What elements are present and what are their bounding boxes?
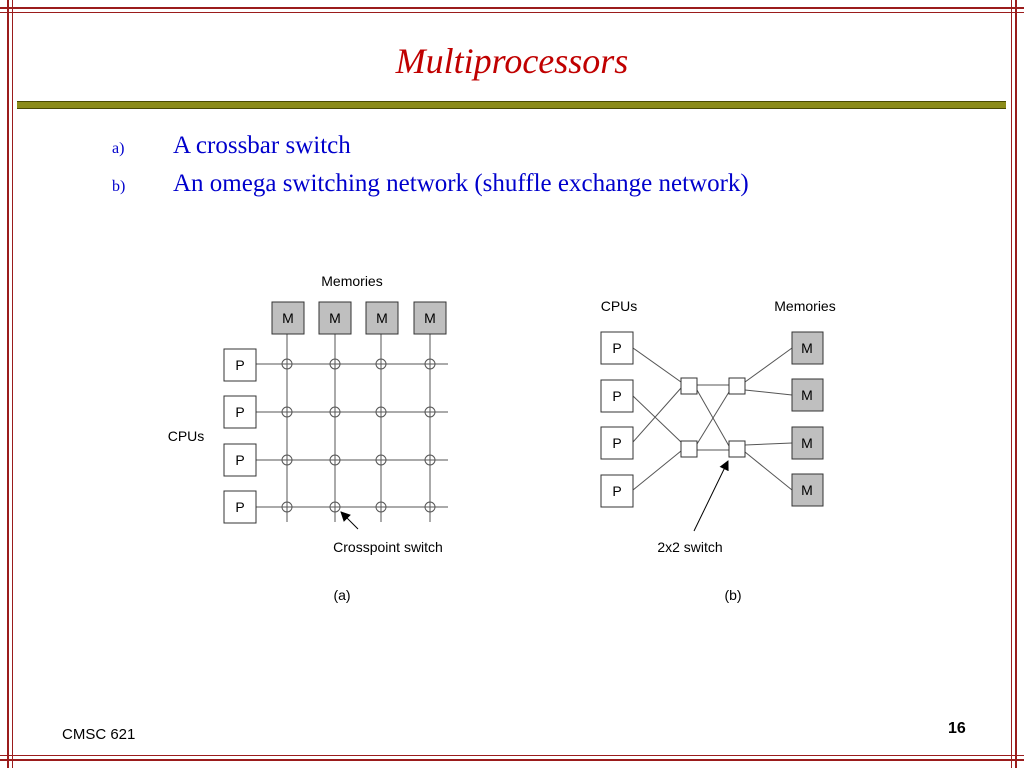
crosspoint-arrow (340, 511, 359, 530)
crosspoint-switch (281, 501, 293, 513)
frame-left-outer (7, 0, 9, 768)
two-by-two-switch-label: 2x2 switch (657, 539, 722, 555)
omega-link (632, 395, 682, 443)
title-underline-bar (17, 101, 1006, 109)
frame-right-outer (1015, 0, 1017, 768)
omega-link (744, 347, 793, 383)
memory-label: M (801, 340, 813, 356)
crossbar-memory-box (413, 301, 447, 335)
omega-cpu-box (600, 474, 634, 508)
crossbar-grid-lines (256, 334, 448, 522)
crosspoint-switch (375, 358, 387, 370)
frame-top-inner (0, 12, 1024, 13)
caption-b: (b) (724, 587, 741, 603)
cpu-label: P (235, 404, 244, 420)
crosspoint-switch (329, 454, 341, 466)
omega-link (744, 389, 793, 396)
omega-memory-box (791, 378, 824, 412)
omega-memory-box (791, 426, 824, 460)
crosspoint-switch (329, 501, 341, 513)
crosspoint-switch (424, 501, 436, 513)
omega-link (632, 450, 682, 491)
omega-cpus-label: CPUs (601, 298, 638, 314)
crosspoint-switch (375, 501, 387, 513)
omega-memory-box (791, 473, 824, 507)
memory-label: M (424, 310, 436, 326)
crossbar-memories-label: Memories (321, 273, 382, 289)
crossbar-memory-box (365, 301, 399, 335)
memory-label: M (329, 310, 341, 326)
bullet-marker: b) (112, 178, 126, 195)
cpu-label: P (612, 435, 621, 451)
caption-a: (a) (333, 587, 350, 603)
omega-memories-label: Memories (774, 298, 835, 314)
slide-title: Multiprocessors (395, 41, 629, 81)
two-by-two-switch (680, 377, 698, 395)
two-by-two-switch (728, 377, 746, 395)
bullet-text: An omega switching network (shuffle exch… (173, 170, 749, 197)
omega-network-diagram: CPUs Memories P (600, 298, 836, 603)
memory-label: M (801, 435, 813, 451)
cpu-label: P (235, 452, 244, 468)
omega-link (632, 387, 682, 443)
crosspoint-switch (329, 358, 341, 370)
frame-left-inner (12, 0, 13, 768)
page-number: 16 (948, 720, 966, 737)
memory-label: M (282, 310, 294, 326)
bullet-marker: a) (112, 140, 125, 157)
frame-bottom-inner (0, 755, 1024, 756)
omega-link (696, 391, 730, 445)
crosspoint-switch (424, 406, 436, 418)
crossbar-cpus-label: CPUs (168, 428, 205, 444)
cpu-label: P (612, 388, 621, 404)
omega-links (632, 347, 793, 491)
cpu-label: P (235, 499, 244, 515)
crossbar-cpu-box (223, 490, 257, 524)
frame-top-outer (0, 7, 1024, 9)
crosspoint-switch (424, 454, 436, 466)
crosspoint-switch (281, 406, 293, 418)
crosspoint-switch (424, 358, 436, 370)
crosspoint-switch (375, 454, 387, 466)
two-by-two-switch (680, 440, 698, 458)
two-by-two-switch (728, 440, 746, 458)
cpu-label: P (235, 357, 244, 373)
frame-right-inner (1011, 0, 1012, 768)
omega-cpu-box (600, 426, 634, 460)
bullet-text: A crossbar switch (173, 132, 351, 159)
cpu-label: P (612, 340, 621, 356)
crossbar-cpu-box (223, 443, 257, 477)
footer-course-label: CMSC 621 (62, 726, 136, 743)
crosspoint-switch (281, 358, 293, 370)
omega-link (744, 451, 793, 491)
frame-bottom-outer (0, 759, 1024, 761)
omega-cpu-box (600, 379, 634, 413)
crosspoint-switch (281, 454, 293, 466)
crosspoint-switches (281, 358, 436, 513)
omega-memory-box (791, 331, 824, 365)
crossbar-memory-box (271, 301, 305, 335)
omega-link (744, 442, 793, 446)
crosspoint-switch (329, 406, 341, 418)
crossbar-memory-box (318, 301, 352, 335)
memory-label: M (376, 310, 388, 326)
crossbar-cpu-box (223, 395, 257, 429)
omega-cpu-box (600, 331, 634, 365)
crosspoint-switch-label: Crosspoint switch (333, 539, 443, 555)
switch-arrow (693, 460, 729, 532)
crossbar-cpu-box (223, 348, 257, 382)
crosspoint-switch (375, 406, 387, 418)
omega-link (632, 347, 682, 383)
cpu-label: P (612, 483, 621, 499)
memory-label: M (801, 482, 813, 498)
crossbar-diagram: Memories CPUs M M M M P P (168, 273, 448, 603)
memory-label: M (801, 387, 813, 403)
